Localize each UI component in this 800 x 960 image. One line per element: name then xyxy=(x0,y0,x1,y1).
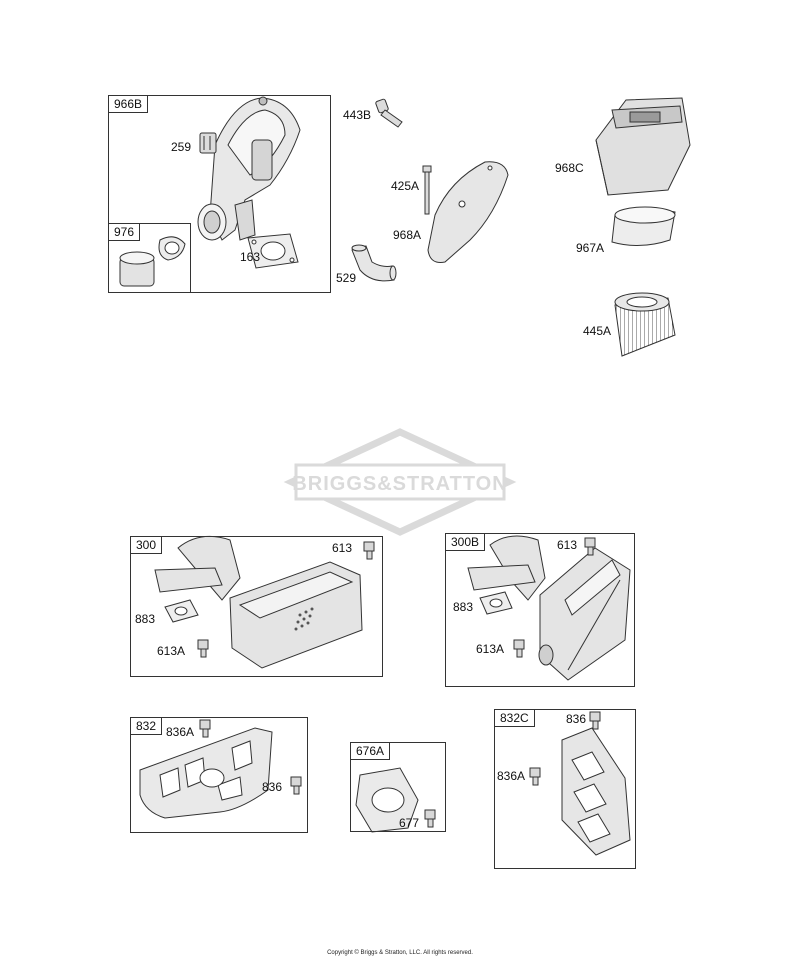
screw-836a-part xyxy=(199,719,211,738)
guard-832c-part xyxy=(561,727,631,856)
guard-832-part xyxy=(139,727,273,819)
watermark-text: BRIGGS&STRATTON xyxy=(292,473,507,495)
part-label-968a: 968A xyxy=(393,228,422,242)
part-tag-976: 976 xyxy=(108,223,141,241)
shield-676a-part xyxy=(355,767,419,833)
part-label-967a: 967A xyxy=(576,241,605,255)
brand-watermark: BRIGGS&STRATTON xyxy=(283,428,517,536)
group-box-300b xyxy=(445,533,635,687)
part-label-163: 163 xyxy=(240,250,261,264)
air-filter-445a-part xyxy=(614,292,676,357)
part-tag-300: 300 xyxy=(130,536,163,554)
part-label-836a-b: 836A xyxy=(497,769,526,783)
part-label-613a-a: 613A xyxy=(157,644,186,658)
part-tag-966b: 966B xyxy=(108,95,149,113)
cover-968c-part xyxy=(595,97,691,196)
part-tag-300b: 300B xyxy=(445,533,486,551)
group-box-976 xyxy=(108,223,191,293)
hose-clamp-part xyxy=(119,236,186,287)
screw-836ab-part xyxy=(529,767,541,786)
screw-443b-part xyxy=(375,98,403,128)
muffler-300b-part xyxy=(467,535,631,681)
part-label-836-b: 836 xyxy=(566,712,587,726)
group-box-676a xyxy=(350,742,446,832)
part-label-836-a: 836 xyxy=(262,780,283,794)
part-label-883-b: 883 xyxy=(453,600,474,614)
part-label-613-a: 613 xyxy=(332,541,353,555)
screw-836-part xyxy=(290,776,302,795)
elbow-529-part xyxy=(351,244,397,282)
part-label-883-a: 883 xyxy=(135,612,156,626)
screw-613ab-part xyxy=(513,639,525,658)
screw-613a-part xyxy=(197,639,209,658)
screw-613b-part xyxy=(584,537,596,556)
group-box-966b xyxy=(108,95,331,293)
clip-part xyxy=(199,132,217,154)
part-label-443b: 443B xyxy=(343,108,372,122)
cover-968a-part xyxy=(427,161,509,263)
copyright-footer: Copyright © Briggs & Stratton, LLC. All … xyxy=(327,950,473,956)
gasket-part xyxy=(247,233,299,269)
part-label-613-b: 613 xyxy=(557,538,578,552)
gasket-883-part xyxy=(164,599,199,623)
part-label-677: 677 xyxy=(399,816,420,830)
part-label-968c: 968C xyxy=(555,161,584,175)
part-label-425a: 425A xyxy=(391,179,420,193)
group-box-832c xyxy=(494,709,636,869)
screw-836b-part xyxy=(589,711,601,730)
part-label-836a-a: 836A xyxy=(166,725,195,739)
gasket-883b-part xyxy=(479,591,513,615)
screw-677-part xyxy=(424,809,436,828)
bolt-425a-part xyxy=(422,165,432,215)
air-cleaner-base-part xyxy=(197,96,301,241)
part-label-259: 259 xyxy=(171,140,192,154)
part-label-445a: 445A xyxy=(583,324,612,338)
part-tag-676a: 676A xyxy=(350,742,391,760)
part-label-529: 529 xyxy=(336,271,357,285)
group-box-300 xyxy=(130,536,383,677)
group-box-832 xyxy=(130,717,308,833)
part-tag-832: 832 xyxy=(130,717,163,735)
part-label-613a-b: 613A xyxy=(476,642,505,656)
screw-613-part xyxy=(363,541,375,560)
pre-cleaner-967a-part xyxy=(611,206,676,246)
part-tag-832c: 832C xyxy=(494,709,535,727)
